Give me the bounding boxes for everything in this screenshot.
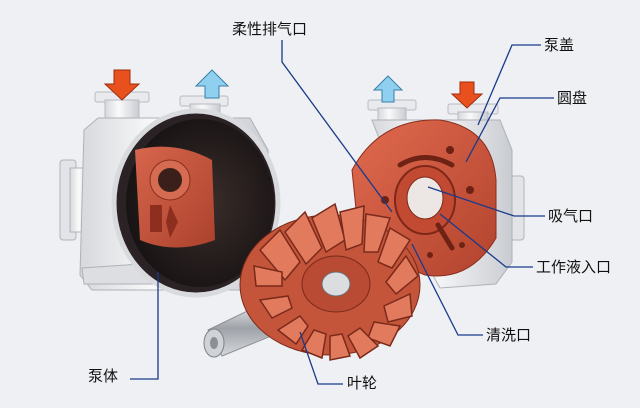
label-cleaning-port: 清洗口 [486, 326, 532, 344]
leader-xiqi [427, 186, 545, 217]
label-pump-body: 泵体 [88, 367, 119, 385]
leader-gongzuo [439, 213, 533, 268]
leader-yuanpan [465, 97, 554, 163]
leader-yelun [299, 331, 343, 385]
label-working-fluid-inlet: 工作液入口 [536, 258, 612, 276]
label-flexible-exhaust-port: 柔性排气口 [232, 20, 308, 38]
leader-benggai [477, 44, 541, 126]
leader-bengti [130, 272, 159, 380]
outlet-arrow-icon [194, 69, 404, 103]
impeller [203, 202, 421, 361]
pump-body [59, 91, 281, 298]
label-impeller: 叶轮 [347, 374, 378, 392]
leader-rouxing [281, 40, 393, 213]
inlet-arrow-icon [103, 69, 484, 109]
label-disc: 圆盘 [557, 89, 588, 107]
leader-qingxi [411, 243, 483, 336]
label-suction-port: 吸气口 [548, 207, 594, 225]
label-pump-cover: 泵盖 [544, 36, 575, 54]
leader-lines [130, 40, 554, 385]
